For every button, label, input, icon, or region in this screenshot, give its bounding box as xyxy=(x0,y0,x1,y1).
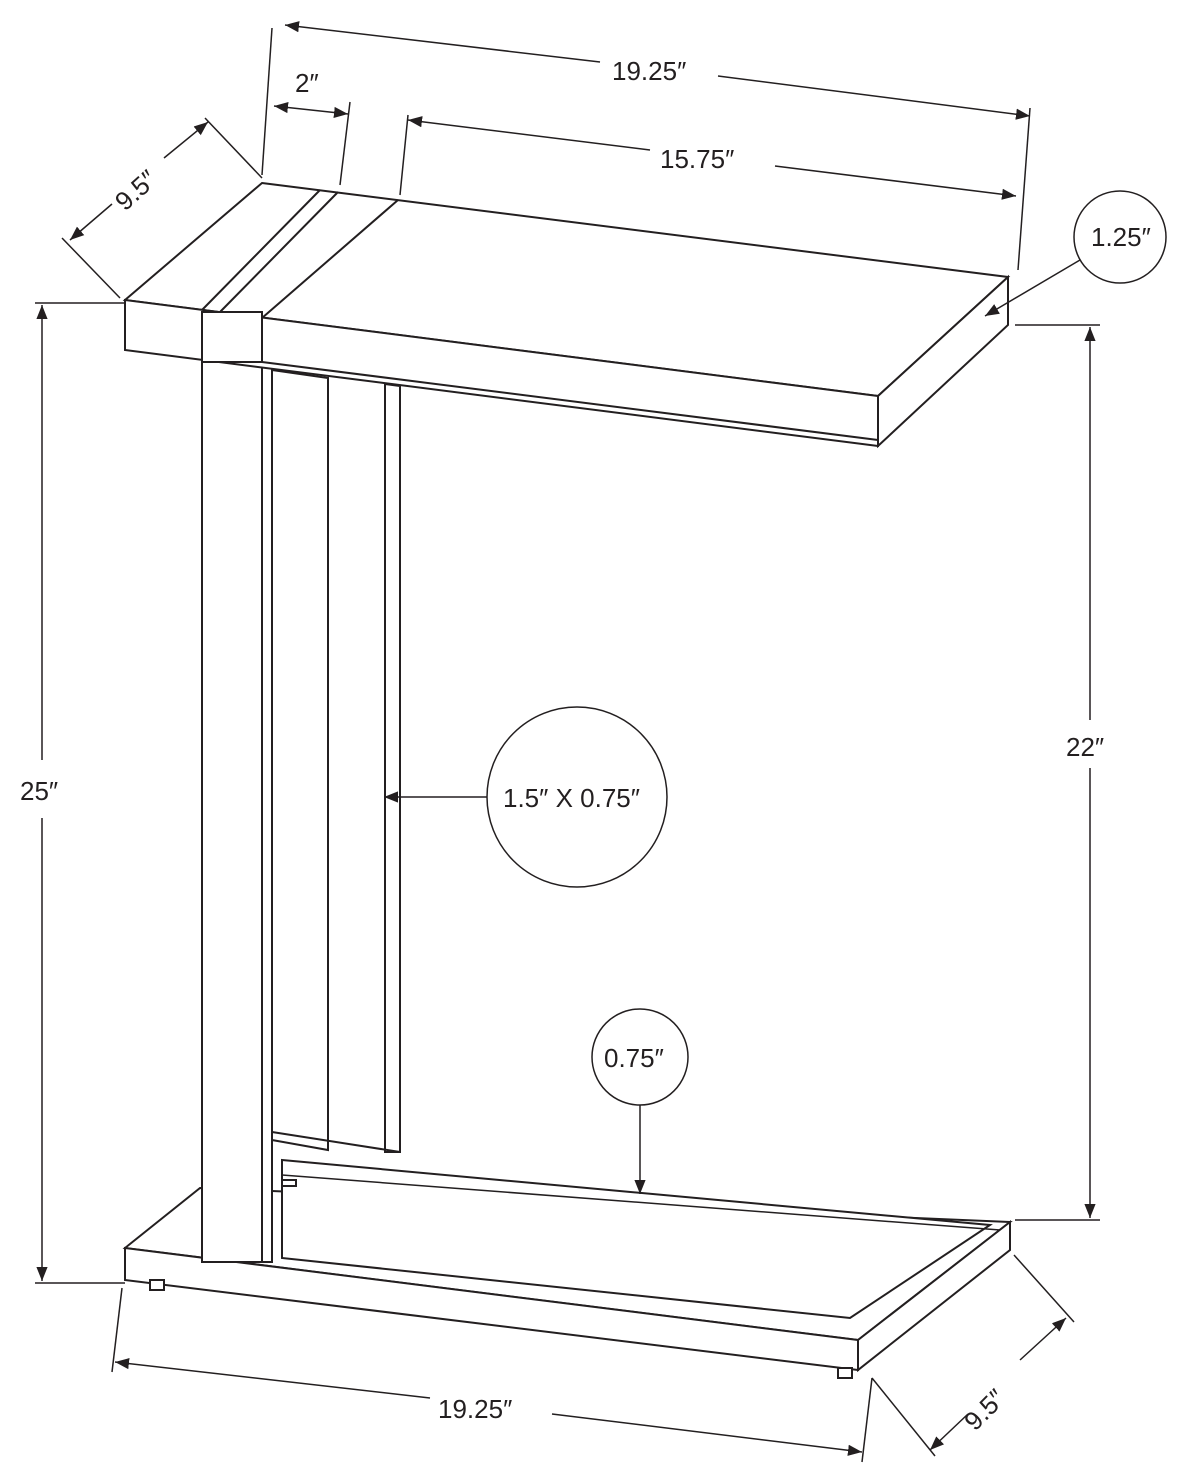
label-clearance-height: 22″ xyxy=(1066,732,1104,762)
base-foot xyxy=(149,1279,165,1291)
callout-base-thickness: 0.75″ xyxy=(591,1008,689,1194)
front-leg xyxy=(201,317,273,1263)
label-base-width: 19.25″ xyxy=(438,1394,512,1424)
table-base xyxy=(122,1158,1013,1379)
dimension-top-width: 19.25″ xyxy=(261,21,1031,271)
tabletop xyxy=(122,181,1011,449)
callout-top-thickness: 1.25″ xyxy=(984,190,1167,317)
dimension-clearance-height: 22″ xyxy=(1015,324,1104,1221)
dimension-base-width: 19.25″ xyxy=(111,1287,873,1463)
label-top-thickness: 1.25″ xyxy=(1091,222,1151,252)
base-foot xyxy=(837,1367,853,1379)
label-top-depth: 9.5″ xyxy=(109,164,163,217)
label-base-thickness: 0.75″ xyxy=(604,1043,664,1073)
rear-post xyxy=(271,368,401,1153)
dimension-overall-height: 25″ xyxy=(20,302,125,1284)
label-overall-height: 25″ xyxy=(20,776,58,806)
dimension-top-open-width: 15.75″ xyxy=(399,114,1017,200)
label-base-depth: 9.5″ xyxy=(958,1383,1011,1436)
base-foot xyxy=(281,1179,297,1187)
label-top-width: 19.25″ xyxy=(612,56,686,86)
label-leg-width: 2″ xyxy=(295,68,319,98)
label-top-open-width: 15.75″ xyxy=(660,144,734,174)
callout-post-size: 1.5″ X 0.75″ xyxy=(384,706,668,888)
label-post-size: 1.5″ X 0.75″ xyxy=(503,783,640,813)
dimension-leg-width: 2″ xyxy=(273,68,351,186)
